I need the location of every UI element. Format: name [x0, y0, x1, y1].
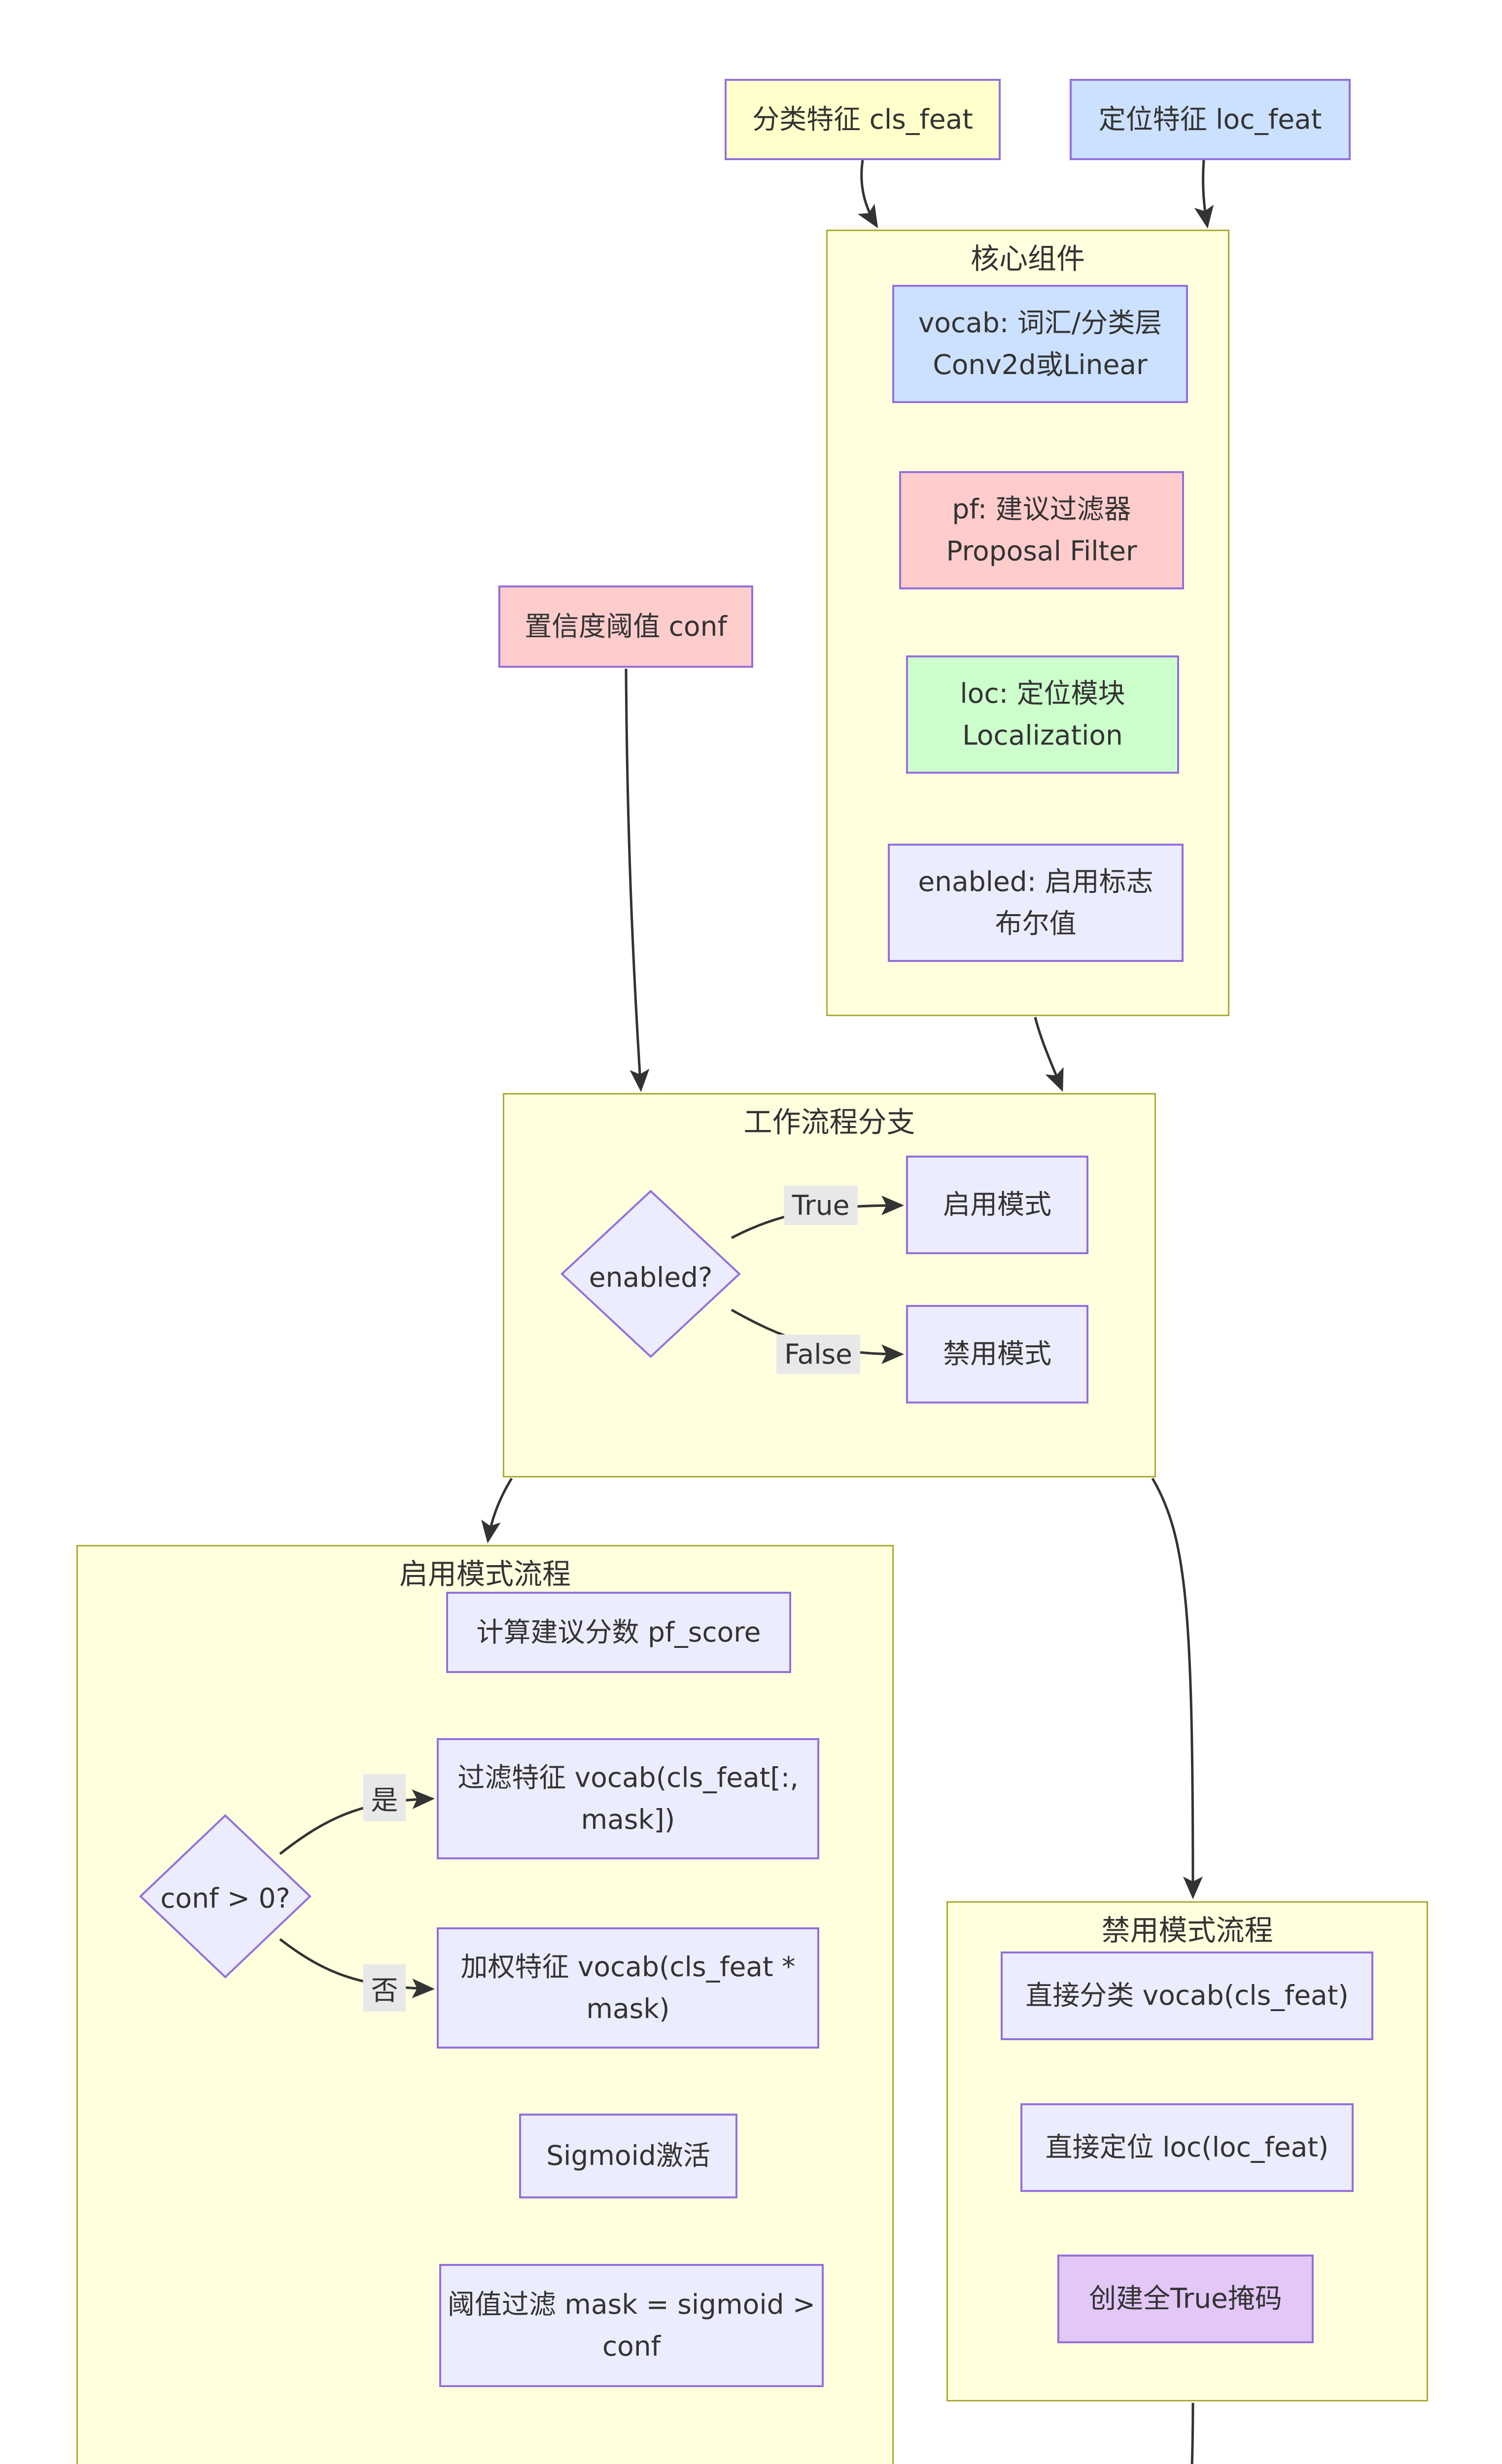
edge-locfeat-to-core [1194, 160, 1214, 229]
decision-enabled-label: enabled? [589, 1262, 713, 1293]
node-vocab: vocab: 词汇/分类层 Conv2d或Linear [892, 285, 1188, 403]
node-filter-features: 过滤特征 vocab(cls_feat[:, mask]) [437, 1738, 819, 1859]
node-true-mask: 创建全True掩码 [1057, 2255, 1314, 2343]
node-direct-loc: 直接定位 loc(loc_feat) [1020, 2103, 1354, 2192]
decision-conf-shape [139, 1814, 312, 1979]
node-disable-mode: 禁用模式 [906, 1305, 1088, 1403]
edge-branch-to-enabledflow [481, 1477, 513, 1543]
edge-label-no: 否 [363, 1964, 406, 2012]
edge-disabledflow-to-output [1190, 2402, 1194, 2464]
node-pf: pf: 建议过滤器 Proposal Filter [899, 471, 1184, 589]
edge-confq-yes [279, 1789, 435, 1855]
edge-label-true: True [784, 1186, 858, 1225]
node-pf-score: 计算建议分数 pf_score [446, 1592, 791, 1673]
node-cls-feat: 分类特征 cls_feat [725, 79, 1001, 160]
edge-conf-to-branch [625, 668, 650, 1092]
node-direct-cls: 直接分类 vocab(cls_feat) [1001, 1951, 1373, 2040]
decision-enabled-shape [560, 1190, 741, 1358]
node-enabled-flag: enabled: 启用标志 布尔值 [888, 844, 1184, 962]
container-title: 禁用模式流程 [1101, 1914, 1273, 1947]
node-loc: loc: 定位模块 Localization [906, 655, 1179, 774]
container-title: 工作流程分支 [743, 1105, 915, 1139]
node-conf-threshold: 置信度阈值 conf [498, 585, 753, 668]
edge-branch-to-disabledflow [1151, 1477, 1203, 1899]
node-loc-feat: 定位特征 loc_feat [1070, 79, 1351, 160]
edge-core-to-branch [1034, 1017, 1064, 1092]
edge-confq-no [279, 1938, 435, 1998]
node-threshold-filter: 阈值过滤 mask = sigmoid > conf [439, 2264, 824, 2387]
container-title: 启用模式流程 [399, 1557, 571, 1591]
edge-label-yes: 是 [363, 1774, 406, 1821]
edge-clsfeat-to-core [858, 160, 878, 229]
edge-label-false: False [776, 1335, 861, 1374]
decision-conf-label: conf > 0? [160, 1882, 290, 1914]
container-title: 核心组件 [970, 242, 1085, 275]
node-weighted-features: 加权特征 vocab(cls_feat * mask) [437, 1927, 819, 2049]
node-sigmoid: Sigmoid激活 [519, 2114, 737, 2198]
node-enable-mode: 启用模式 [906, 1156, 1088, 1254]
